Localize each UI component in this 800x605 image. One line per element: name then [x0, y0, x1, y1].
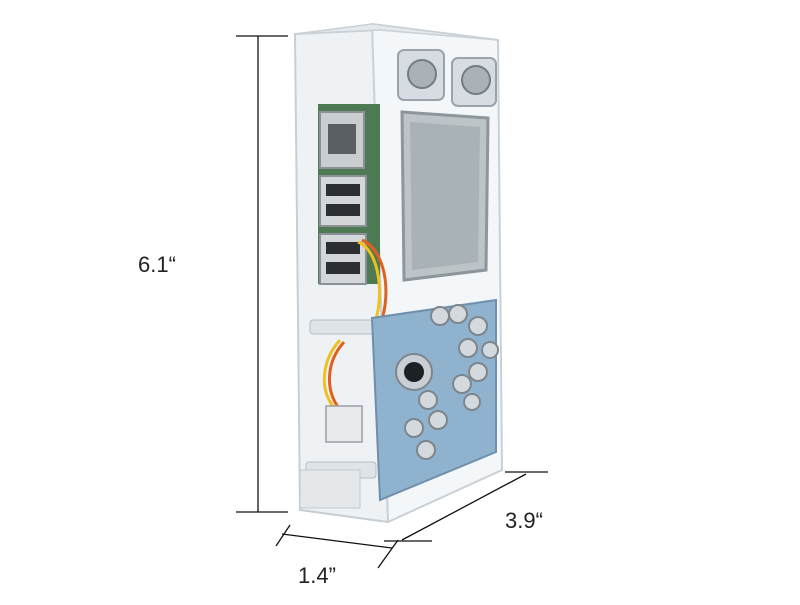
speaker-icon [461, 65, 491, 95]
usb-port [319, 175, 367, 227]
width-label: 1.4” [298, 563, 336, 588]
width-dimension-line [275, 524, 399, 569]
ethernet-port [319, 111, 365, 169]
device-case [293, 22, 504, 524]
depth-dimension-line [384, 471, 548, 542]
height-label: 6.1“ [138, 252, 176, 277]
button-cluster [404, 304, 499, 460]
depth-label: 3.9“ [505, 508, 543, 533]
height-dimension-line [236, 35, 288, 513]
speaker-icon [407, 59, 437, 89]
